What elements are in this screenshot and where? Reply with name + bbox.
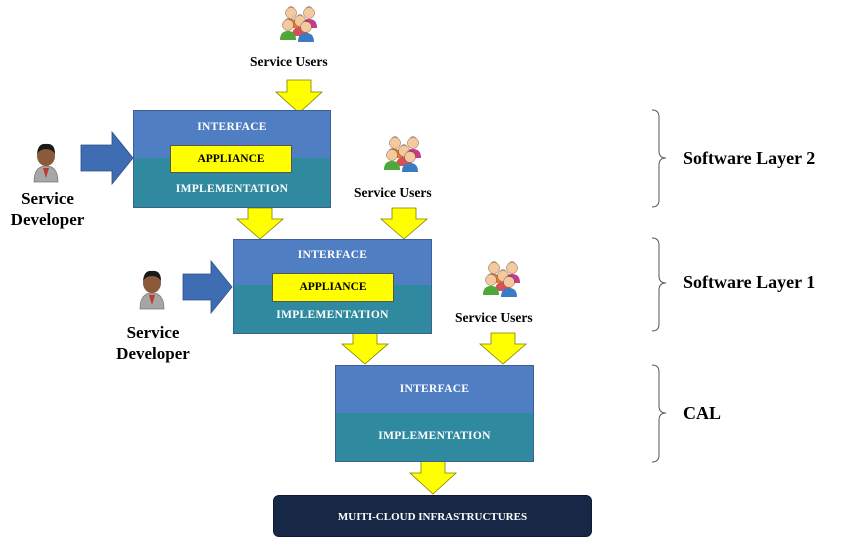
cal-label: CAL bbox=[683, 403, 722, 423]
service-users-label: Service Users bbox=[354, 185, 432, 200]
arrow-right-icon bbox=[182, 259, 233, 315]
software-layer-2-label: Software Layer 2 bbox=[683, 148, 816, 168]
brace-icon bbox=[651, 237, 667, 332]
arrow-down-icon bbox=[478, 332, 528, 365]
brace-icon bbox=[651, 364, 667, 463]
interface-label: INTERFACE bbox=[197, 121, 267, 133]
developer-icon bbox=[139, 270, 165, 310]
implementation-label: IMPLEMENTATION bbox=[276, 309, 389, 321]
arrow-down-icon bbox=[408, 460, 458, 495]
arrow-down-icon bbox=[274, 79, 324, 114]
service-users-label: Service Users bbox=[250, 54, 328, 69]
multi-cloud-infrastructure-box: MUITI-CLOUD INFRASTRUCTURES bbox=[273, 495, 592, 537]
arrow-down-icon bbox=[340, 332, 390, 365]
interface-label: INTERFACE bbox=[297, 249, 368, 261]
software-layer-1-block: INTERFACE IMPLEMENTATION APPLIANCE bbox=[233, 239, 432, 334]
brace-icon bbox=[651, 109, 667, 208]
arrow-right-icon bbox=[80, 130, 134, 186]
arrow-down-icon bbox=[379, 207, 429, 240]
cal-block: INTERFACE IMPLEMENTATION bbox=[335, 365, 534, 462]
implementation-label: IMPLEMENTATION bbox=[378, 430, 491, 442]
implementation-section: IMPLEMENTATION bbox=[336, 413, 533, 461]
user-group-icon bbox=[482, 261, 521, 298]
service-users-label: Service Users bbox=[455, 310, 533, 325]
interface-label: INTERFACE bbox=[399, 383, 470, 395]
appliance-box: APPLIANCE bbox=[170, 145, 292, 173]
implementation-label: IMPLEMENTATION bbox=[175, 183, 289, 195]
implementation-section: IMPLEMENTATION bbox=[234, 285, 431, 333]
user-group-icon bbox=[279, 6, 318, 43]
software-layer-2-block: INTERFACE IMPLEMENTATION APPLIANCE bbox=[133, 110, 331, 208]
developer-icon bbox=[33, 143, 59, 183]
interface-section: INTERFACE bbox=[336, 366, 533, 415]
software-layer-1-label: Software Layer 1 bbox=[683, 272, 816, 292]
user-group-icon bbox=[383, 136, 422, 173]
appliance-box: APPLIANCE bbox=[272, 273, 394, 302]
arrow-down-icon bbox=[235, 207, 285, 240]
